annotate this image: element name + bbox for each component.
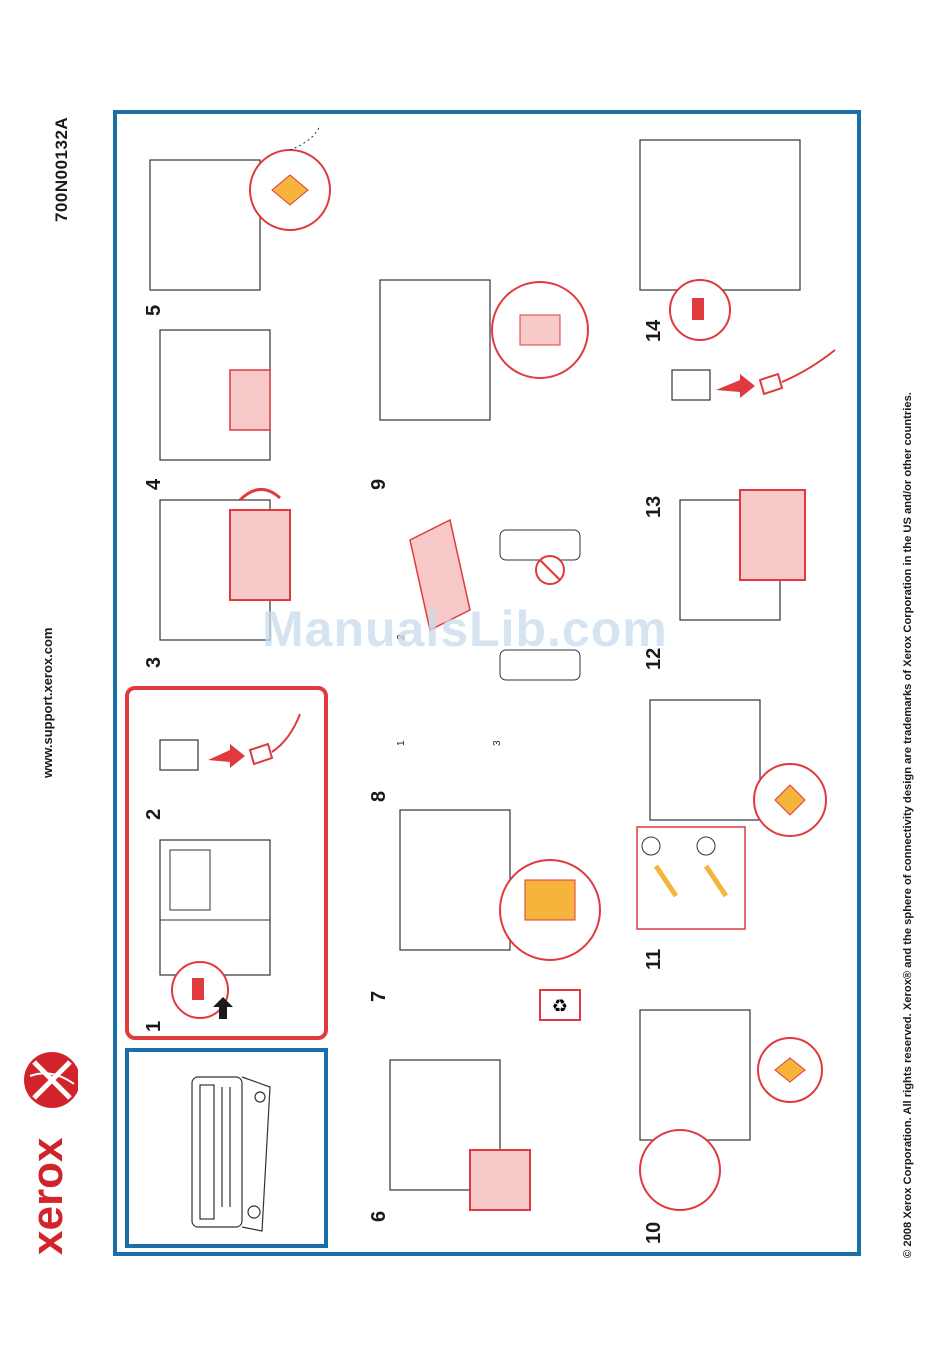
step-number: 9	[368, 479, 391, 490]
step-number: 14	[643, 320, 666, 342]
power-plug-icon	[250, 714, 300, 764]
support-url[interactable]: www.support.xerox.com	[40, 628, 55, 779]
printer-drawing-step11	[640, 680, 830, 840]
document-code: 700N00132A	[52, 117, 72, 222]
step-number: 7	[368, 991, 391, 1002]
printer-drawing-step10	[630, 980, 830, 1230]
printer-drawing-step5	[140, 120, 335, 320]
power-plug-illustration	[150, 700, 310, 810]
step-number: 4	[143, 479, 166, 490]
step-number: 8	[368, 791, 391, 802]
power-switch-illustration	[140, 820, 310, 1020]
xerox-logo: xerox	[14, 1040, 78, 1270]
step-number: 10	[643, 1222, 666, 1244]
step-number: 5	[143, 305, 166, 316]
watermark: ManualsLib.com	[262, 600, 668, 658]
printer-drawing-step4	[140, 310, 300, 480]
printer-drawing-step14	[630, 120, 830, 350]
power-switch-icon	[692, 298, 704, 320]
drum-cartridge-drawing	[140, 1065, 315, 1235]
step-number: 6	[368, 1211, 391, 1222]
xerox-wordmark: xerox	[23, 1137, 72, 1255]
power-plug-icon	[760, 350, 835, 394]
recycle-icon: ♻	[552, 996, 568, 1017]
printer-drawing-step6	[370, 1030, 550, 1240]
xerox-sphere-icon	[24, 1052, 78, 1108]
substep-marker: 3	[492, 740, 503, 746]
step-number: 3	[143, 657, 166, 668]
printer-drawing-step9	[370, 220, 595, 480]
step-number: 11	[643, 949, 666, 970]
printer-drawing-step12-13	[670, 480, 820, 640]
printer-drawing-step7: ♻	[380, 790, 610, 1030]
wall-outlet-icon	[672, 370, 710, 400]
step-number: 2	[143, 809, 166, 820]
lock-unlock-panel	[636, 826, 746, 930]
power-switch-icon	[192, 978, 204, 1000]
step-number: 1	[143, 1021, 166, 1032]
wall-outlet-icon	[160, 740, 198, 770]
copyright-text: © 2008 Xerox Corporation. All rights res…	[902, 392, 914, 1258]
step-number: 13	[643, 496, 666, 518]
substep-marker: 1	[396, 740, 407, 746]
